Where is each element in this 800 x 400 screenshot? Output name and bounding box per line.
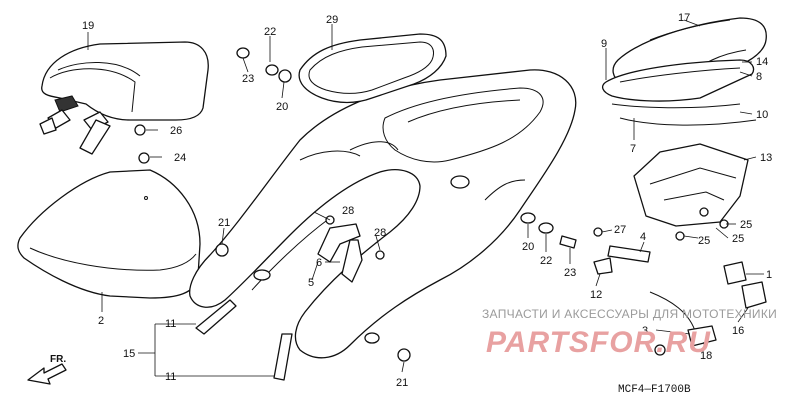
seat-lock-assembly-part: [593, 245, 767, 356]
seat-cowl-part: [189, 69, 577, 359]
callout-3: 3: [642, 325, 648, 337]
callout-19: 19: [82, 20, 94, 32]
storage-tray-part: [593, 143, 749, 241]
callout-22: 22: [264, 26, 276, 38]
callout-28-upper: 28: [342, 205, 354, 217]
callout-numbers: 19 22 23 20 29 26 24 21 2 11 15 11 28 6 …: [82, 12, 772, 389]
callout-11-top: 11: [165, 318, 176, 330]
callout-16: 16: [732, 325, 744, 337]
callout-7: 7: [630, 143, 636, 155]
callout-22-side: 22: [540, 255, 552, 267]
side-bolt-assembly-part: [520, 212, 577, 249]
callout-24: 24: [174, 152, 186, 164]
callout-18: 18: [700, 350, 712, 362]
callout-25-right: 25: [740, 219, 752, 231]
callout-29: 29: [326, 14, 338, 26]
callout-5: 5: [308, 277, 314, 289]
callout-25-center: 25: [732, 233, 744, 245]
callout-10: 10: [756, 109, 768, 121]
callout-14: 14: [756, 56, 768, 68]
callout-17: 17: [678, 12, 690, 24]
diagram-code: MCF4—F1700B: [618, 384, 691, 396]
callout-21-left: 21: [218, 217, 230, 229]
callout-8: 8: [756, 71, 762, 83]
callout-9: 9: [601, 38, 607, 50]
front-arrow-icon: [27, 363, 67, 385]
callout-2: 2: [98, 315, 104, 327]
callout-4: 4: [640, 231, 646, 243]
watermark-logo: PARTSFOR.RU: [486, 326, 711, 359]
seat-cowl-pad-part: [601, 17, 767, 126]
watermark: ЗАПЧАСТИ И АКСЕССУАРЫ ДЛЯ МОТОТЕХНИКИ PA…: [482, 307, 777, 359]
main-seat-part: [17, 169, 201, 299]
callout-23-side: 23: [564, 267, 576, 279]
rear-seat-part: [39, 41, 209, 155]
top-bolt-assembly-part: [236, 47, 292, 83]
watermark-text: ЗАПЧАСТИ И АКСЕССУАРЫ ДЛЯ МОТОТЕХНИКИ: [482, 307, 777, 321]
front-direction-indicator: FR.: [27, 354, 67, 385]
callout-27: 27: [614, 224, 626, 236]
seat-cowl-trim-strip-part: [195, 299, 293, 381]
callout-15: 15: [123, 348, 135, 360]
front-direction-label: FR.: [50, 354, 66, 365]
callout-23: 23: [242, 73, 254, 85]
callout-25-left: 25: [698, 235, 710, 247]
callout-28-lower: 28: [374, 227, 386, 239]
callout-21-bottom: 21: [396, 377, 408, 389]
callout-12: 12: [590, 289, 602, 301]
callout-1: 1: [766, 269, 772, 281]
callout-20-side: 20: [522, 241, 534, 253]
cowl-top-cover-part: [298, 33, 447, 104]
callout-13: 13: [760, 152, 772, 164]
callout-11-bottom: 11: [165, 371, 176, 383]
callout-20: 20: [276, 101, 288, 113]
callout-26: 26: [170, 125, 182, 137]
callout-6: 6: [316, 257, 322, 269]
callout-leader-lines: [87, 19, 764, 377]
